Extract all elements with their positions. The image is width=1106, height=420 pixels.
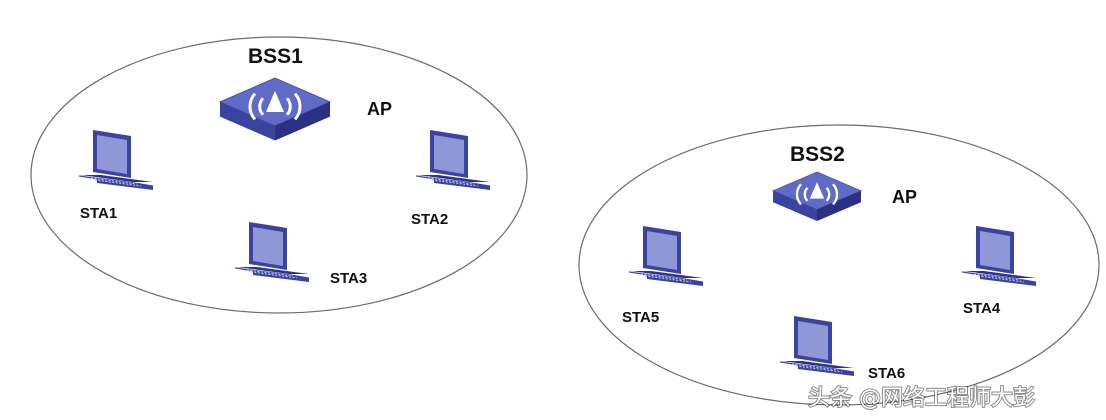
bss2-boundary (578, 124, 1100, 406)
bss1-boundary (30, 36, 528, 314)
laptop-icon (415, 129, 491, 191)
bss2-sta-label: STA5 (622, 309, 659, 326)
wireless-ap-icon (771, 170, 863, 223)
laptop-icon (234, 221, 310, 283)
bss1-sta-label: STA1 (80, 205, 117, 222)
laptop-icon (961, 225, 1037, 287)
bss1-title: BSS1 (248, 45, 303, 68)
bss1-ap-label: AP (367, 99, 392, 119)
bss1-sta-label: STA3 (330, 270, 367, 287)
wireless-ap-icon (218, 76, 332, 143)
laptop-icon (78, 129, 154, 191)
bss2-ap-label: AP (892, 187, 917, 207)
bss2-title: BSS2 (790, 143, 845, 166)
laptop-icon (779, 315, 855, 377)
bss1-sta-label: STA2 (411, 211, 448, 228)
bss2-sta-label: STA4 (963, 300, 1001, 317)
laptop-icon (628, 225, 704, 287)
watermark: 头条 @网络工程师大彭 (808, 386, 1035, 411)
bss2-sta-label: STA6 (868, 365, 905, 382)
